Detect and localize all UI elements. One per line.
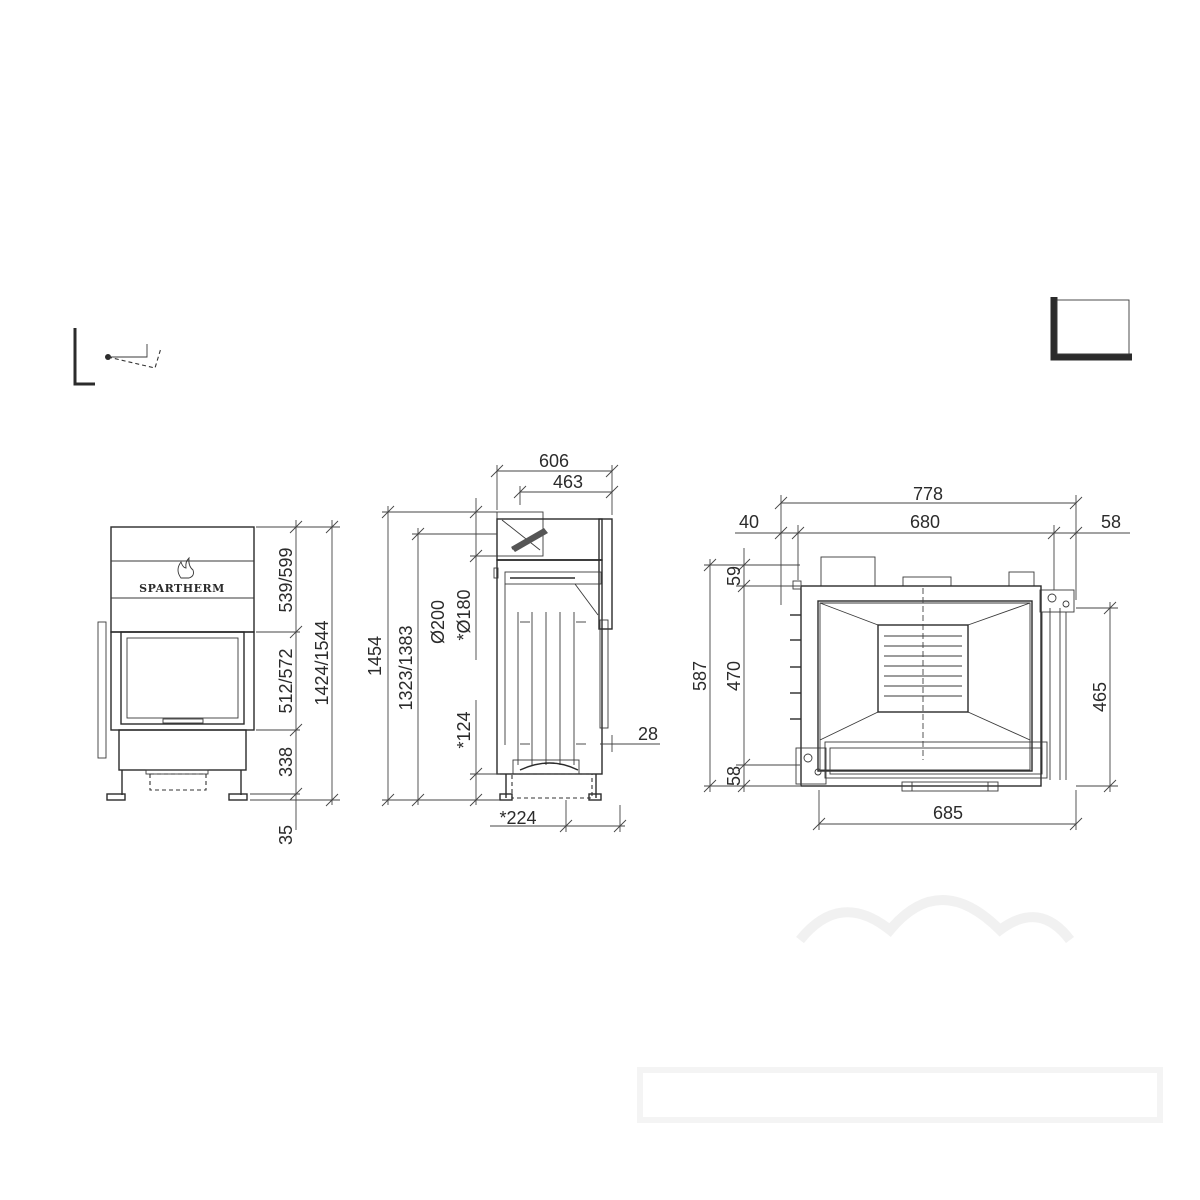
- dim-plan-glass-width: 685: [933, 803, 963, 823]
- dim-plan-inner-width: 680: [910, 512, 940, 532]
- dim-front-foot-height: 35: [276, 825, 296, 845]
- dim-plan-glass-depth: 465: [1090, 682, 1110, 712]
- dim-plan-right-offset: 58: [1101, 512, 1121, 532]
- dim-plan-inner-depth: 470: [724, 661, 744, 691]
- front-view: SPARTHERM: [97, 520, 340, 830]
- dim-plan-total-width: 778: [913, 484, 943, 504]
- dim-plan-top-offset: 59: [724, 566, 744, 586]
- dim-side-air-inlet-depth: *224: [499, 808, 536, 828]
- dim-side-front-offset: 28: [638, 724, 658, 744]
- dim-side-flue-diameter: Ø200: [428, 600, 448, 644]
- dim-side-air-inlet-height: *124: [454, 711, 474, 748]
- plan-view: [703, 495, 1130, 831]
- dim-front-top-height: 539/599: [276, 547, 296, 612]
- dim-front-door-height: 512/572: [276, 648, 296, 713]
- dim-plan-bottom-offset: 58: [724, 766, 744, 786]
- side-view: [381, 464, 660, 833]
- dim-side-collar-offset: 463: [553, 472, 583, 492]
- dim-plan-left-offset: 40: [739, 512, 759, 532]
- dim-side-flue-height: 1323/1383: [396, 625, 416, 710]
- dim-side-total-height: 1454: [365, 636, 385, 676]
- dim-front-total-height: 1424/1544: [312, 620, 332, 705]
- dim-side-flue-diameter-alt: *Ø180: [454, 589, 474, 640]
- corner-left-icon: [73, 328, 162, 386]
- dim-plan-total-depth: 587: [690, 661, 710, 691]
- dim-side-depth: 606: [539, 451, 569, 471]
- brand-logo-text: SPARTHERM: [139, 582, 225, 595]
- watermark: [637, 895, 1163, 1123]
- dim-front-base-height: 338: [276, 747, 296, 777]
- corner-right-icon: [1050, 297, 1132, 361]
